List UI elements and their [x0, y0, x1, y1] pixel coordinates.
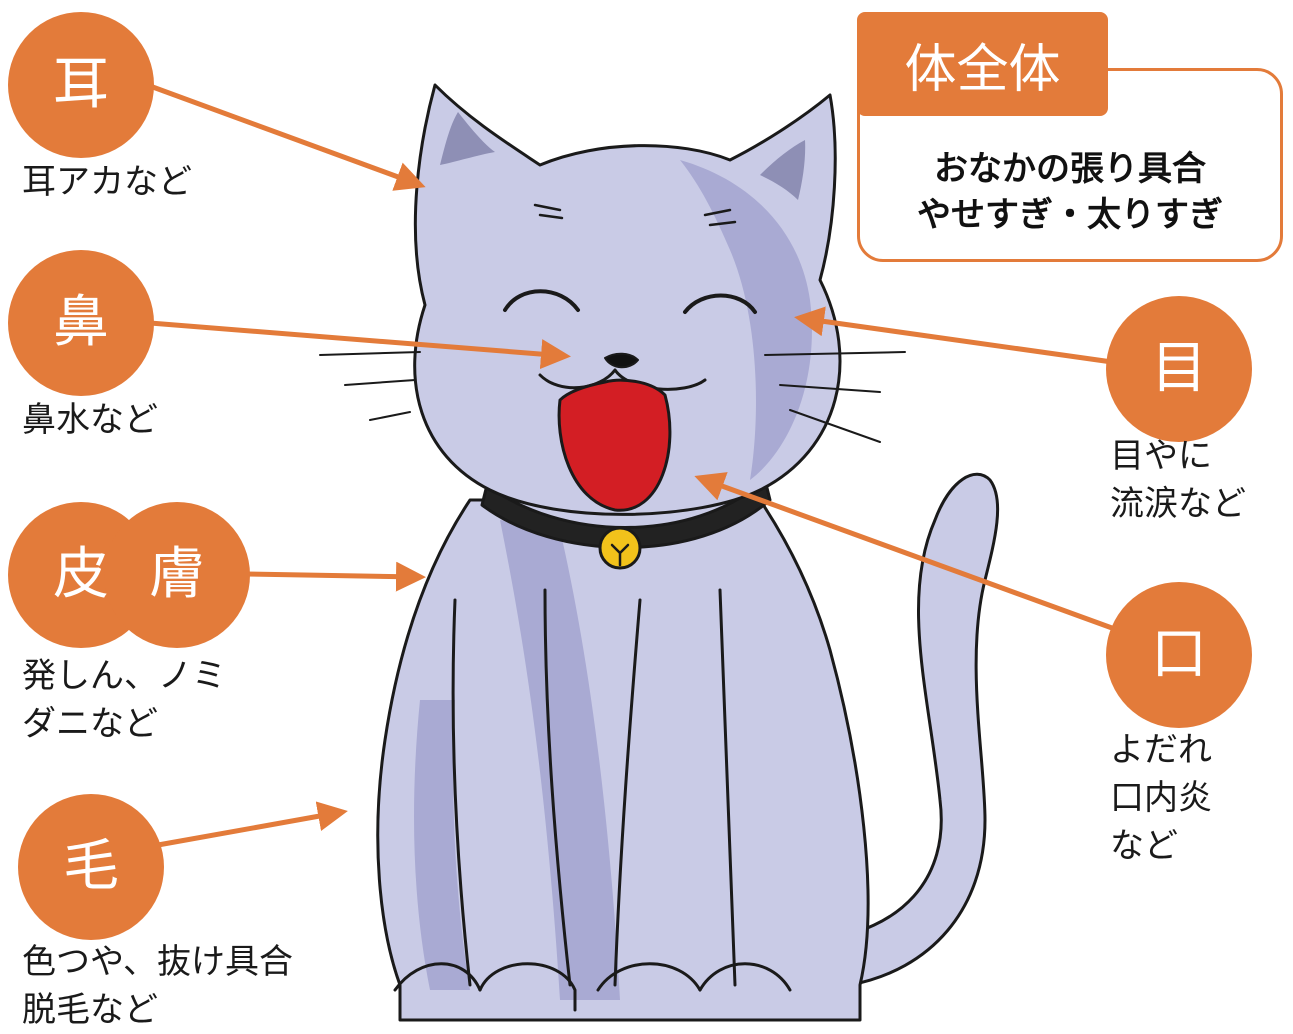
cat-tail	[818, 472, 1000, 987]
nose-circle: 鼻	[8, 250, 154, 396]
fur-desc: 色つや、抜け具合 脱毛など	[22, 942, 293, 1030]
ear-circle: 耳	[8, 12, 154, 158]
arrow-ear	[149, 83, 426, 191]
eye-desc: 目やに 流涙など	[1110, 436, 1246, 524]
arrow-mouth	[694, 472, 1113, 631]
arrow-skin	[244, 561, 426, 592]
cat-eye-right	[683, 293, 757, 314]
arrow-eye	[794, 306, 1113, 365]
cat-nose	[604, 352, 639, 369]
mouth-desc: よだれ 口内炎 など	[1110, 730, 1212, 866]
cat-body-shade	[500, 520, 620, 1000]
body-title: 体全体	[857, 12, 1108, 116]
body-desc: おなかの張り具合 やせすぎ・太りすぎ	[917, 149, 1223, 235]
eye-circle: 目	[1106, 296, 1252, 442]
fur-circle: 毛	[18, 794, 164, 940]
cat-mouth	[557, 378, 672, 512]
mouth-circle: 口	[1106, 582, 1252, 728]
arrow-nose	[149, 320, 571, 370]
ear-desc: 耳アカなど	[22, 162, 192, 202]
cat-ear-left	[440, 112, 495, 165]
cat-illustration	[319, 83, 1000, 1022]
cat-leg-shade	[414, 700, 470, 990]
cat-collar	[480, 478, 772, 549]
cat-ear-right	[760, 140, 806, 200]
skin-circle-right: 膚	[104, 502, 250, 648]
bell-icon	[598, 526, 642, 570]
cat-eye-left	[503, 289, 580, 312]
cat-body	[376, 498, 870, 1022]
skin-desc: 発しん、ノミ ダニなど	[22, 656, 226, 744]
cat-face-shade	[680, 160, 812, 480]
arrow-fur	[157, 801, 348, 848]
nose-desc: 鼻水など	[22, 400, 158, 440]
arrows	[149, 83, 1113, 848]
